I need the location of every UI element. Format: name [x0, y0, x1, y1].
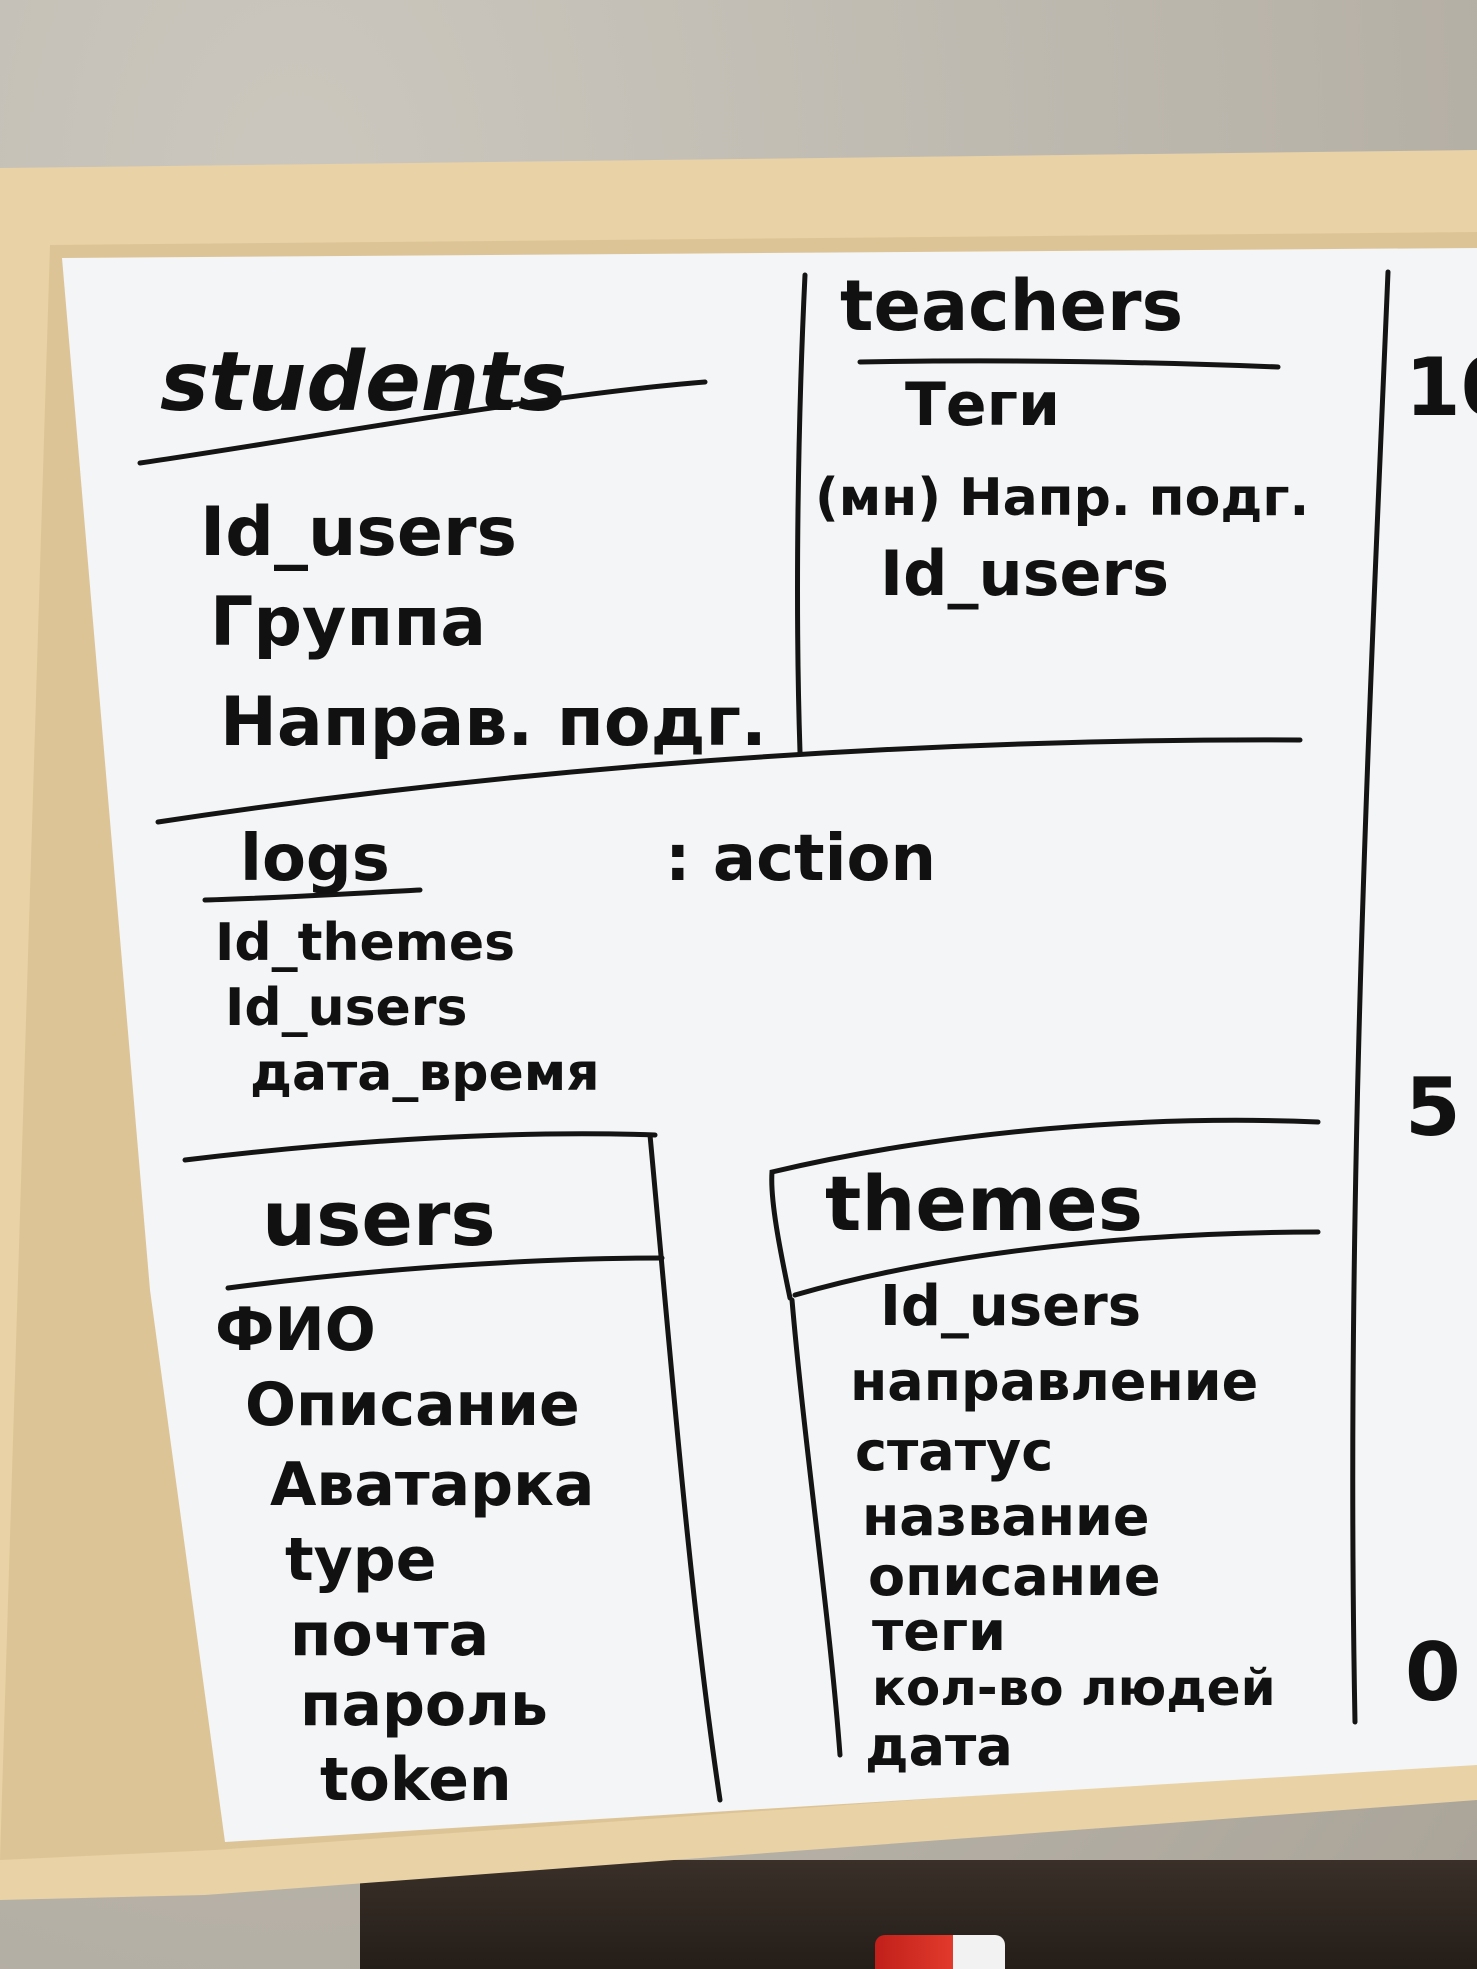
board-surface: [62, 248, 1477, 1842]
line-users-right: [647, 1132, 723, 1803]
line-students-underline: [137, 379, 708, 466]
teachers-field-1: Теги: [905, 370, 1060, 440]
logs-field-1: Id_themes: [215, 913, 515, 973]
themes-field-6: теги: [872, 1600, 1006, 1663]
line-logs-underline: [202, 887, 423, 903]
students-field-1: Id_users: [200, 493, 517, 572]
themes-field-3: статус: [855, 1420, 1053, 1483]
line-users-top: [182, 1131, 658, 1163]
teachers-field-2: (мн) Напр. подг.: [815, 468, 1309, 528]
marker-cap: [875, 1935, 1005, 1969]
themes-field-7: кол-во людей: [872, 1659, 1276, 1717]
logs-field-2: Id_users: [225, 978, 467, 1038]
line-top-row-bottom: [155, 737, 1303, 825]
users-field-5: почта: [290, 1600, 489, 1670]
users-field-4: type: [285, 1525, 436, 1595]
line-themes-underline: [792, 1229, 1321, 1298]
edge-number-top: 10: [1405, 341, 1477, 434]
students-field-2: Группа: [210, 583, 486, 662]
line-themes-box: [769, 1117, 1321, 1301]
logs-action-note: : action: [665, 822, 936, 896]
themes-title: themes: [825, 1159, 1143, 1248]
students-title: students: [160, 335, 567, 430]
themes-field-2: направление: [850, 1350, 1258, 1413]
edge-number-middle: 5: [1405, 1061, 1461, 1154]
logs-title: logs: [240, 822, 390, 896]
themes-field-5: описание: [868, 1545, 1160, 1608]
users-title: users: [262, 1174, 496, 1263]
themes-field-1: Id_users: [880, 1274, 1141, 1339]
edge-number-bottom: 0: [1405, 1626, 1461, 1719]
line-teachers-underline: [857, 358, 1281, 370]
line-themes-left: [789, 1297, 843, 1758]
users-field-1: ФИО: [215, 1295, 376, 1365]
logs-field-3: дата_время: [250, 1043, 600, 1103]
line-students-teachers-divider: [795, 272, 808, 755]
line-right-divider: [1350, 269, 1391, 1725]
students-field-3: Направ. подг.: [220, 683, 767, 762]
users-field-2: Описание: [245, 1370, 580, 1440]
users-field-7: token: [320, 1745, 512, 1815]
line-users-underline: [225, 1255, 665, 1291]
teachers-title: teachers: [840, 265, 1183, 347]
users-field-6: пароль: [300, 1670, 548, 1740]
teachers-field-3: Id_users: [880, 537, 1169, 610]
users-field-3: Аватарка: [270, 1450, 594, 1520]
themes-field-8: дата: [865, 1715, 1013, 1778]
themes-field-4: название: [862, 1485, 1150, 1548]
